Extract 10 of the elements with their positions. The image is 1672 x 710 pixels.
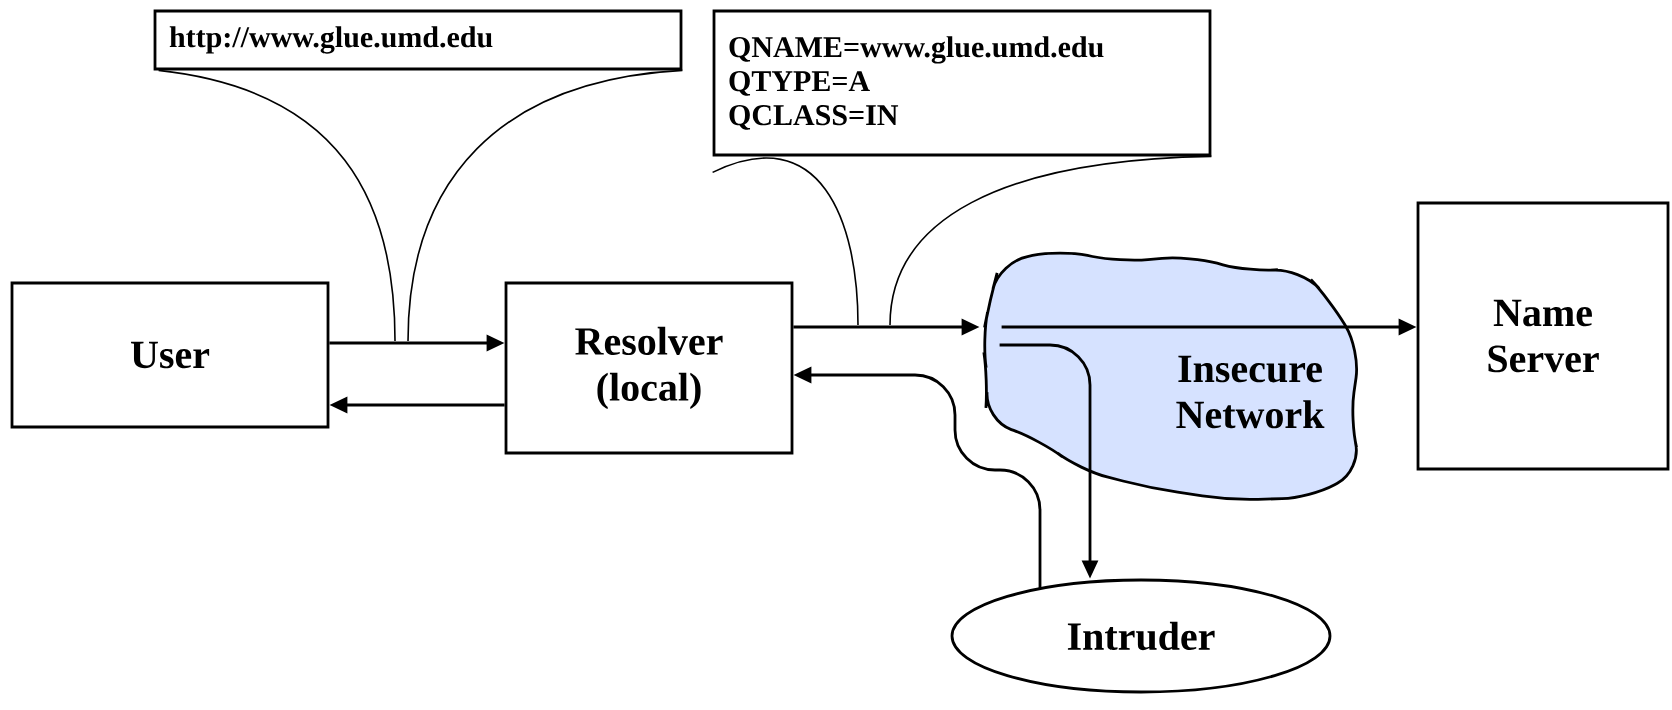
callout-line [407,69,684,342]
request-callout: http://www.glue.umd.edu [153,9,683,71]
callout-line [157,69,396,342]
server-box: Name Server [1416,201,1670,471]
network-cloud: Insecure Network [982,251,1358,501]
callout-line [711,157,859,326]
resolver-box: Resolver (local) [504,281,794,455]
query-callout: QNAME=www.glue.umd.edu QTYPE=A QCLASS=IN [712,9,1212,157]
user-box: User [10,281,330,429]
callout-line [889,155,1213,326]
